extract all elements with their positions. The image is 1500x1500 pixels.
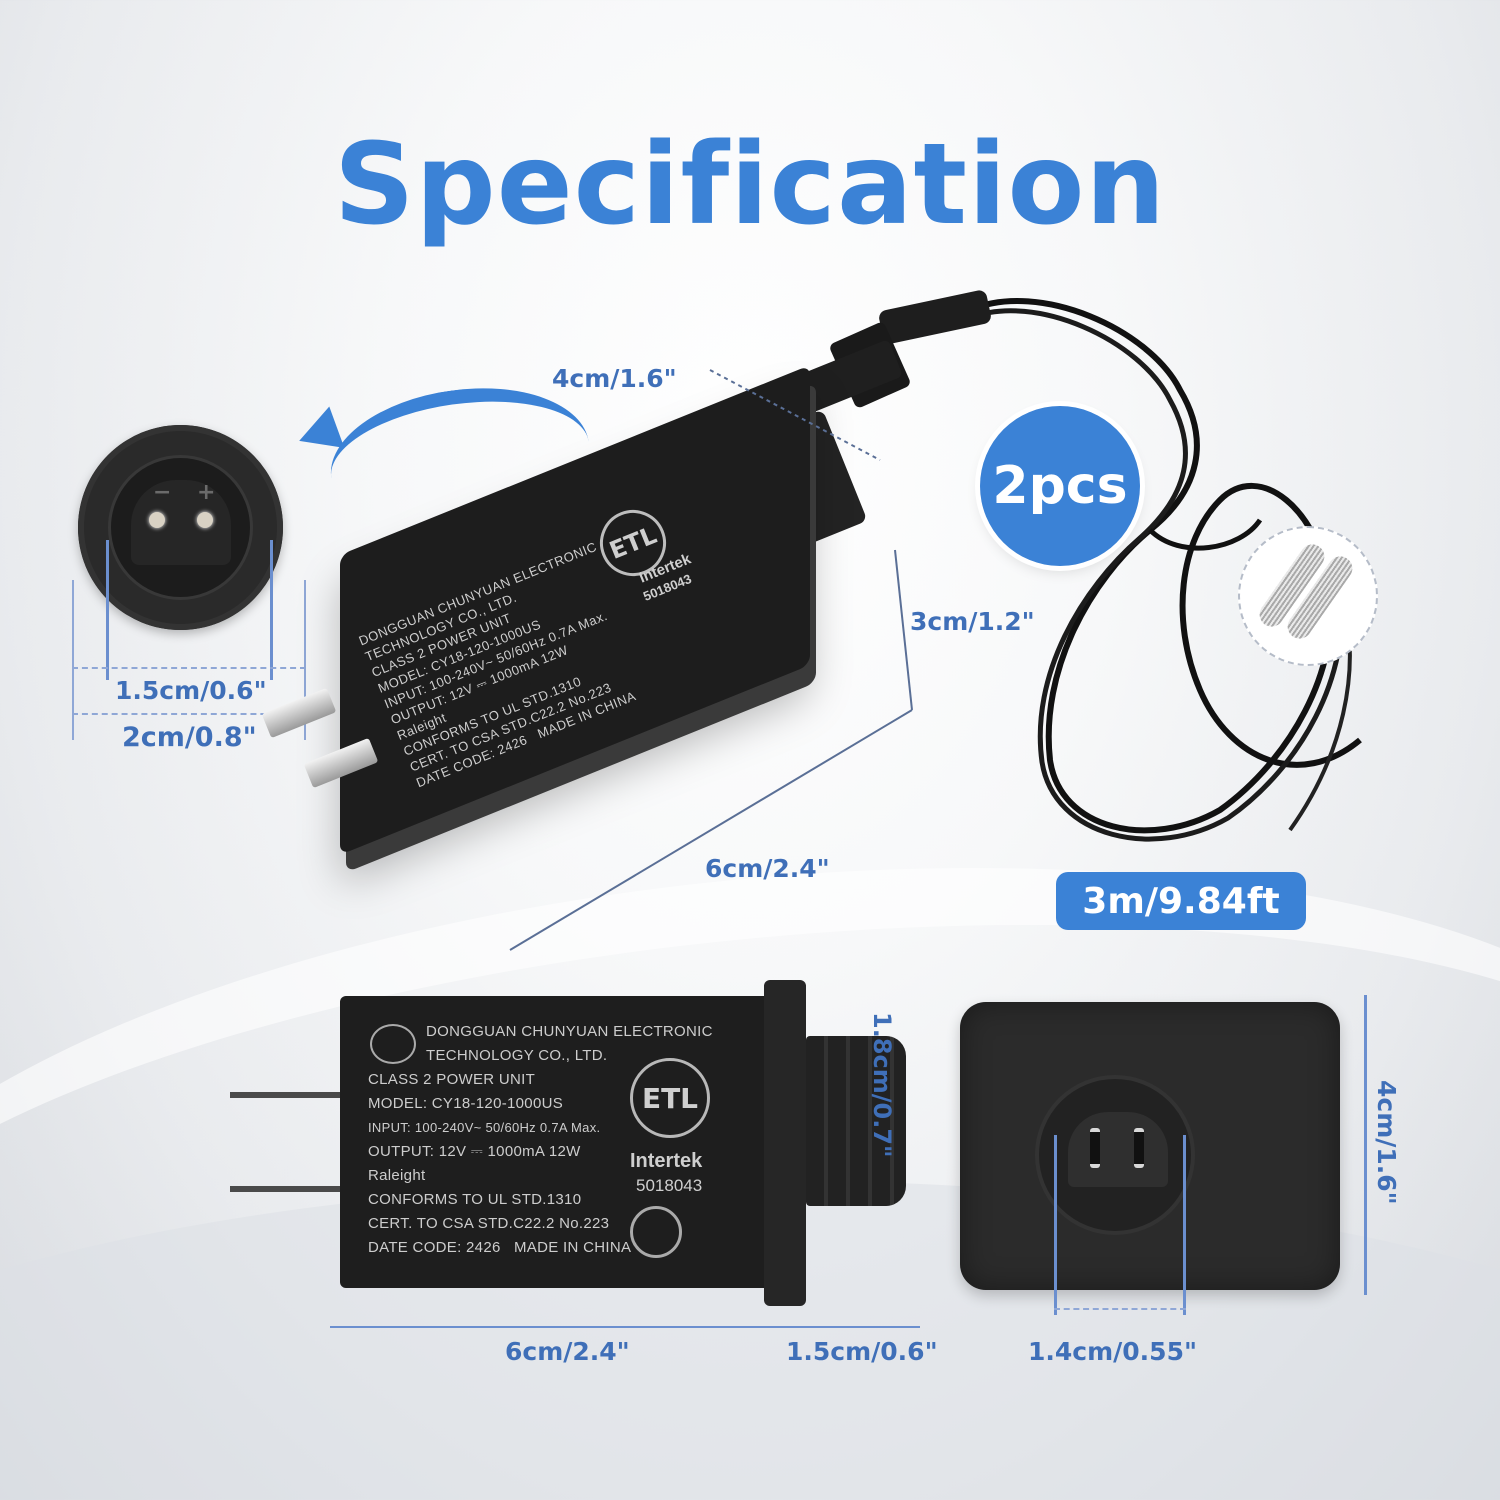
connector-pin <box>149 512 165 528</box>
ac-prong <box>261 687 337 739</box>
connector-pin <box>197 512 213 528</box>
dimension-line <box>106 540 109 680</box>
dim-back-socket: 1.4cm/0.55" <box>1028 1337 1197 1366</box>
manufacturer-logo-icon <box>370 1024 416 1064</box>
angled-dimension-lines <box>509 369 913 951</box>
dimension-line <box>1054 1135 1057 1315</box>
dimension-tick <box>72 580 74 740</box>
dimension-line <box>780 1326 920 1328</box>
socket-pin <box>1090 1128 1100 1168</box>
etl-mark-icon: ETL <box>630 1058 710 1138</box>
socket-face <box>1068 1112 1168 1187</box>
dim-adapter-height: 3cm/1.2" <box>910 607 1035 636</box>
dim-side-length: 6cm/2.4" <box>505 1337 630 1366</box>
certification-icon <box>630 1206 682 1258</box>
cert-number: 5018043 <box>636 1176 703 1195</box>
dim-connector-inner: 1.5cm/0.6" <box>115 676 267 705</box>
output-connector-stub <box>806 1036 906 1206</box>
dimension-line <box>270 540 273 680</box>
dim-adapter-width: 4cm/1.6" <box>552 364 677 393</box>
dim-side-connector: 1.5cm/0.6" <box>786 1337 938 1366</box>
dimension-line <box>1183 1135 1186 1315</box>
dim-back-height: 4cm/1.6" <box>1372 1080 1401 1205</box>
polarity-negative: − <box>153 480 172 505</box>
dimension-line <box>1364 995 1367 1295</box>
connector-front-view: − + <box>78 425 283 630</box>
cable-length-badge: 3m/9.84ft <box>1056 872 1306 930</box>
adapter-collar <box>764 980 806 1306</box>
adapter-side-label: DONGGUAN CHUNYUAN ELECTRONIC TECHNOLOGY … <box>368 1023 713 1256</box>
dimension-dash <box>72 713 306 715</box>
ac-prong <box>230 1186 340 1192</box>
dimension-tick <box>304 580 306 740</box>
cert-lab: Intertek <box>630 1150 703 1172</box>
quantity-badge: 2pcs <box>980 406 1140 566</box>
dim-adapter-length: 6cm/2.4" <box>705 854 830 883</box>
page-title: Specification <box>333 120 1167 250</box>
dimension-line <box>330 1326 780 1328</box>
wire-closeup-inset <box>1238 526 1378 666</box>
ac-prong <box>230 1092 340 1098</box>
socket-pin <box>1134 1128 1144 1168</box>
polarity-positive: + <box>197 480 216 505</box>
dimension-dash <box>1054 1308 1186 1310</box>
dim-connector-height: 1.8cm/0.7" <box>868 1012 896 1158</box>
dim-connector-outer: 2cm/0.8" <box>122 722 257 753</box>
dimension-dash <box>72 667 306 669</box>
